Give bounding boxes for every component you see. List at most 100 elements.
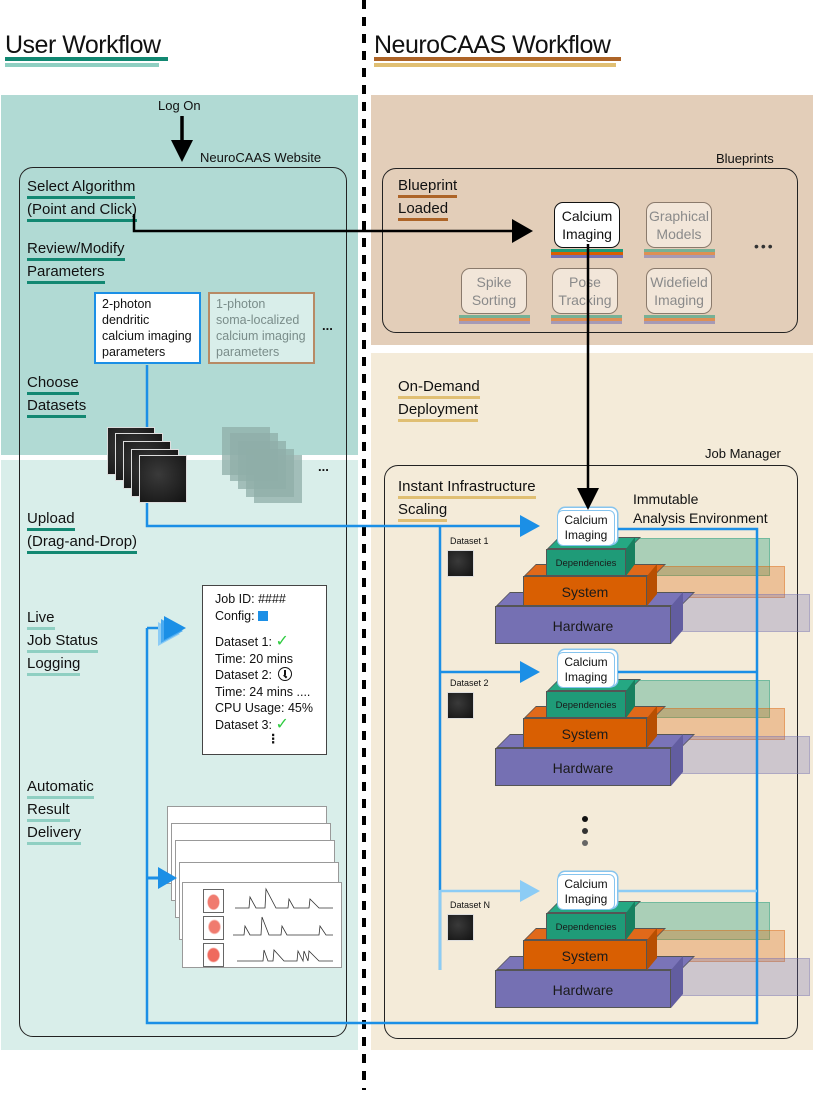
blueprint-line: Imaging: [562, 226, 612, 242]
log-entry: Dataset 1: ✓: [215, 633, 314, 651]
hardware-layer: Hardware: [495, 606, 671, 644]
step-live-status: Live Job Status Logging: [27, 607, 98, 676]
step-review-line1: Review/Modify: [27, 240, 125, 261]
analysis-line: Imaging: [564, 528, 608, 542]
neurocaas-title-underline-1: [374, 57, 621, 61]
step-choose-line2: Datasets: [27, 397, 87, 418]
scaling-label: Instant Infrastructure Scaling: [398, 476, 536, 522]
param-line: calcium imaging: [216, 329, 306, 343]
dependencies-layer: Dependencies: [546, 913, 626, 940]
blueprints-label: Blueprints: [716, 151, 774, 166]
blueprint-widefield-imaging[interactable]: Widefield Imaging: [646, 268, 712, 314]
blueprint-loaded-label: Blueprint Loaded: [398, 175, 458, 221]
param-line: dendritic: [102, 313, 150, 327]
step-review-parameters[interactable]: Review/Modify Parameters: [27, 238, 125, 284]
step-choose-datasets[interactable]: Choose Datasets: [27, 372, 87, 418]
step-upload[interactable]: Upload (Drag-and-Drop): [27, 508, 138, 554]
step-select-algorithm-line1: Select Algorithm: [27, 178, 136, 199]
analysis-calcium-imaging[interactable]: Calcium Imaging: [557, 874, 615, 910]
website-label: NeuroCAAS Website: [200, 150, 322, 165]
result-sheet-front[interactable]: [182, 882, 342, 968]
system-label: System: [561, 726, 609, 742]
blueprint-loaded-line2: Loaded: [398, 200, 449, 221]
job-id: Job ID: ####: [215, 592, 286, 606]
blueprint-layer-stripes: [551, 249, 623, 258]
step-select-algorithm[interactable]: Select Algorithm (Point and Click): [27, 176, 138, 222]
replica-hardware: [675, 736, 810, 774]
user-title-underline-2: [5, 63, 159, 67]
dataset-thumbnail: [447, 914, 474, 941]
analysis-line: Calcium: [564, 655, 608, 669]
param-config-1photon[interactable]: 1-photon soma-localized calcium imaging …: [208, 292, 315, 364]
step-result-line2: Result: [27, 801, 70, 822]
log-on-label: Log On: [158, 98, 201, 113]
dataset-thumbnail: [447, 692, 474, 719]
more-log-entries: ⋮: [267, 732, 280, 746]
job-manager-label: Job Manager: [705, 446, 781, 461]
on-demand-line1: On-Demand: [398, 378, 480, 399]
blueprint-line: Tracking: [558, 292, 612, 308]
system-layer: System: [523, 718, 647, 748]
blueprint-line: Models: [656, 226, 702, 242]
log-entry: Time: 20 mins: [215, 651, 294, 666]
system-layer: System: [523, 940, 647, 970]
hardware-layer: Hardware: [495, 748, 671, 786]
log-entry: Time: 24 mins ....: [215, 684, 311, 699]
more-blueprints-ellipsis: •••: [754, 238, 775, 254]
analysis-calcium-imaging[interactable]: Calcium Imaging: [557, 652, 615, 688]
clock-icon: [278, 667, 293, 681]
scaling-line1: Instant Infrastructure: [398, 478, 536, 499]
neurocaas-workflow-title-text: NeuroCAAS Workflow: [374, 31, 611, 59]
dataset-thumbnail: [447, 550, 474, 577]
check-icon: ✓: [275, 633, 289, 650]
param-line: 1-photon: [216, 297, 266, 311]
analysis-calcium-imaging[interactable]: Calcium Imaging: [557, 510, 615, 546]
blueprints-frame: [382, 168, 798, 333]
job-status-log: Job ID: #### Config: Dataset 1: ✓ Time: …: [202, 585, 327, 755]
step-select-algorithm-line2: (Point and Click): [27, 201, 138, 222]
param-line: parameters: [102, 345, 166, 359]
dependencies-label: Dependencies: [555, 558, 617, 569]
step-result-line1: Automatic: [27, 778, 94, 799]
user-workflow-title-text: User Workflow: [5, 31, 161, 59]
step-live-line1: Live: [27, 609, 55, 630]
log-entry-text: Dataset 1:: [215, 635, 272, 649]
replica-hardware: [675, 594, 810, 632]
dependencies-layer: Dependencies: [546, 691, 626, 718]
environment-label: Immutable Analysis Environment: [633, 490, 768, 528]
param-line: soma-localized: [216, 313, 300, 327]
analysis-line: Calcium: [564, 877, 608, 891]
step-live-line3: Logging: [27, 655, 81, 676]
step-live-line2: Job Status: [27, 632, 98, 653]
dataset-label: Dataset N: [450, 900, 491, 910]
step-result-line3: Delivery: [27, 824, 82, 845]
system-label: System: [561, 584, 609, 600]
param-line: parameters: [216, 345, 280, 359]
system-label: System: [561, 948, 609, 964]
param-config-2photon[interactable]: 2-photon dendritic calcium imaging param…: [94, 292, 201, 364]
blueprint-layer-stripes: [644, 249, 715, 258]
step-review-line2: Parameters: [27, 263, 105, 284]
log-entry: Dataset 2:: [215, 667, 314, 684]
neurocaas-title-underline-2: [374, 63, 616, 67]
log-entry: Dataset 3: ✓: [215, 716, 314, 734]
blueprint-layer-stripes: [644, 315, 715, 324]
calcium-traces: [233, 887, 333, 963]
blueprint-spike-sorting[interactable]: Spike Sorting: [461, 268, 527, 314]
analysis-line: Imaging: [564, 670, 608, 684]
blueprint-calcium-imaging[interactable]: Calcium Imaging: [554, 202, 620, 248]
dependencies-label: Dependencies: [555, 700, 617, 711]
blueprint-line: Sorting: [471, 292, 517, 308]
hardware-layer: Hardware: [495, 970, 671, 1008]
blueprint-line: Calcium: [561, 208, 613, 224]
param-line: 2-photon: [102, 297, 152, 311]
hardware-label: Hardware: [552, 982, 614, 998]
blueprint-graphical-models[interactable]: Graphical Models: [646, 202, 712, 248]
blueprint-pose-tracking[interactable]: Pose Tracking: [552, 268, 618, 314]
dependencies-label: Dependencies: [555, 922, 617, 933]
hardware-label: Hardware: [552, 760, 614, 776]
system-layer: System: [523, 576, 647, 606]
hardware-label: Hardware: [552, 618, 614, 634]
dataset-image[interactable]: [139, 455, 187, 503]
more-params-ellipsis: ...: [322, 318, 333, 333]
